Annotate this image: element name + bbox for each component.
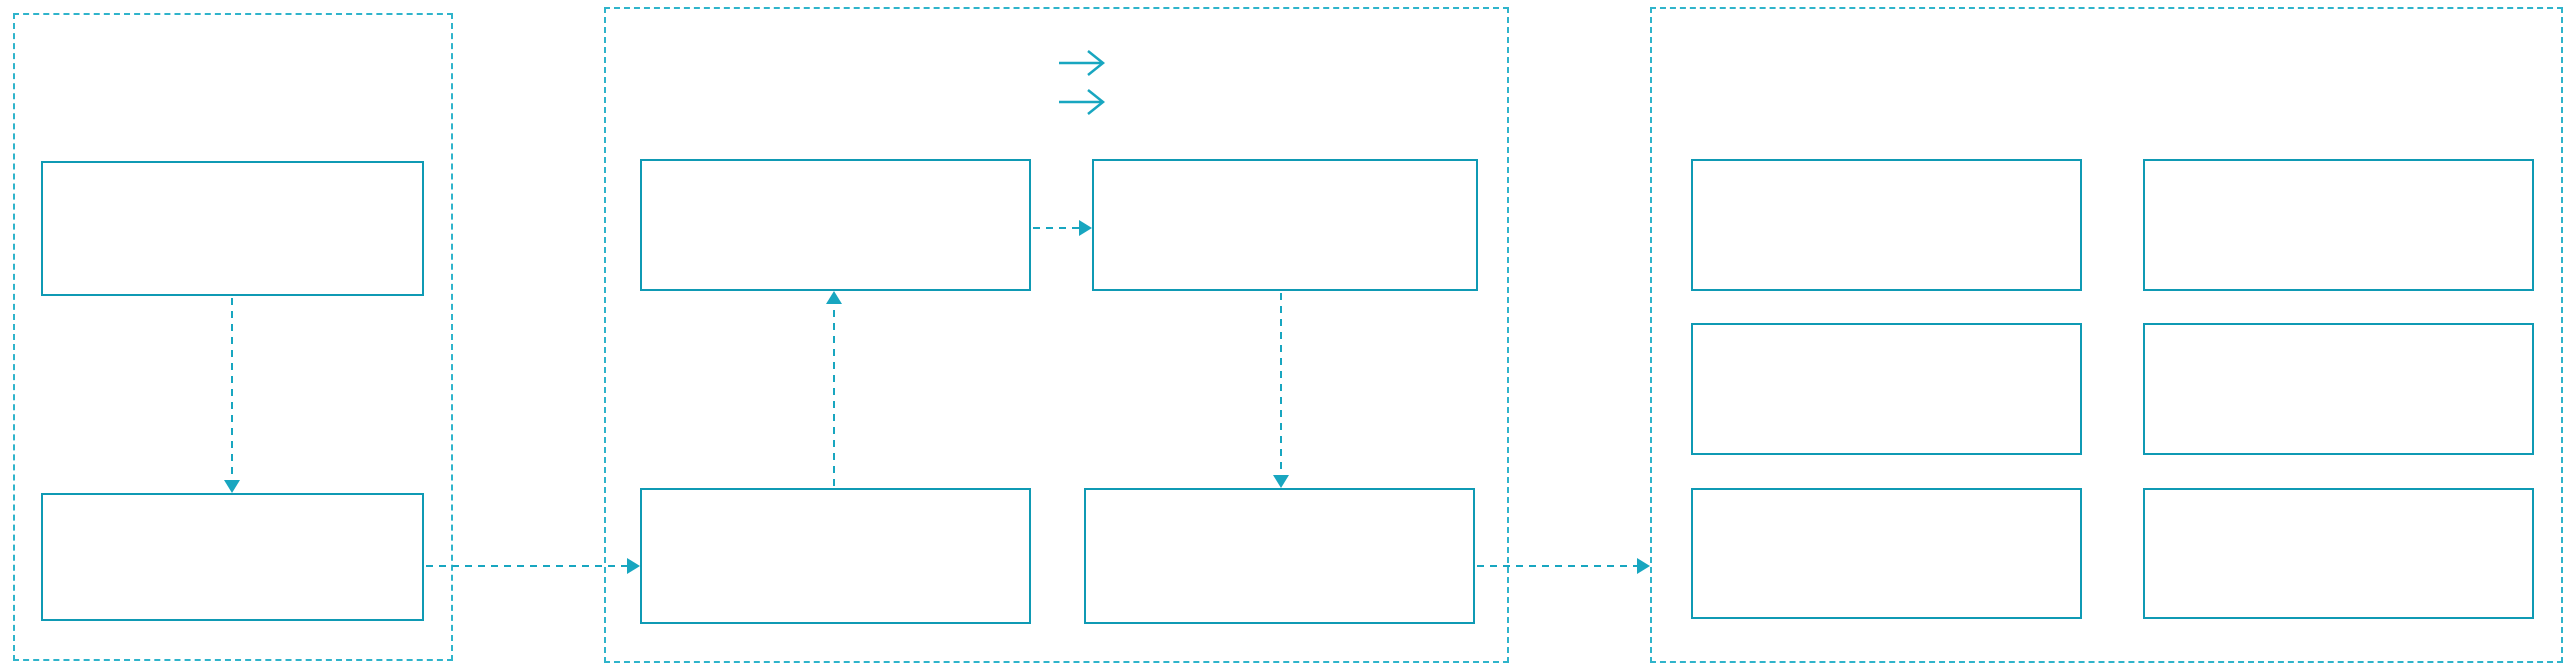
middle-box-bottom-left xyxy=(640,488,1031,624)
right-box-row1-col1 xyxy=(1691,159,2082,291)
right-box-row2-col1 xyxy=(1691,323,2082,455)
right-box-row3-col2 xyxy=(2143,488,2534,619)
right-box-row3-col1 xyxy=(1691,488,2082,619)
middle-box-bottom-right xyxy=(1084,488,1475,624)
middle-dashed-container xyxy=(604,7,1509,663)
right-box-row2-col2 xyxy=(2143,323,2534,455)
right-box-row1-col2 xyxy=(2143,159,2534,291)
middle-box-top-left xyxy=(640,159,1031,291)
right-dashed-container xyxy=(1650,7,2563,663)
left-box-bottom xyxy=(41,493,424,621)
left-box-top xyxy=(41,161,424,296)
middle-box-top-right xyxy=(1092,159,1478,291)
left-dashed-container xyxy=(13,13,453,661)
